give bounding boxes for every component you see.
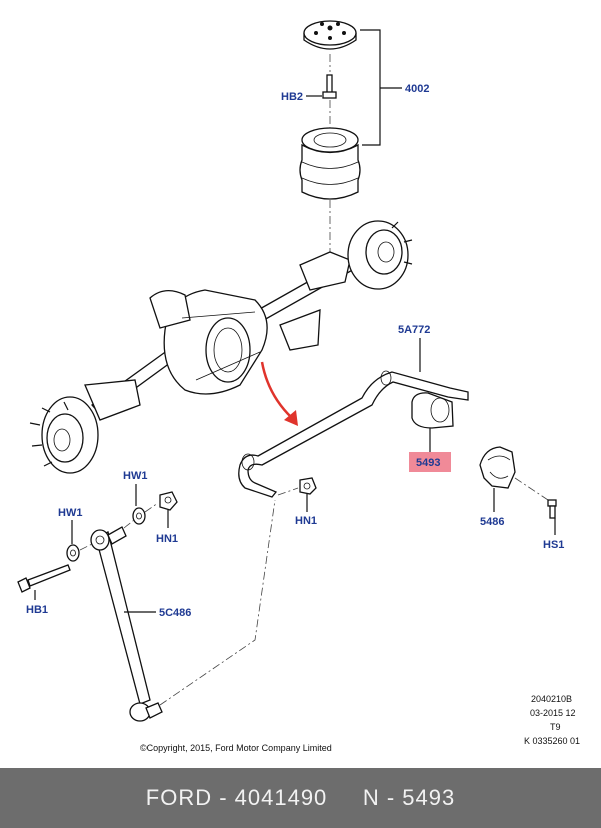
- copyright-text: ©Copyright, 2015, Ford Motor Company Lim…: [140, 743, 332, 753]
- label-hb1: HB1: [26, 604, 48, 616]
- bushing-5493[interactable]: [411, 392, 454, 429]
- hs1-bolt[interactable]: [547, 499, 557, 519]
- drawing-date: 03-2015 12: [530, 708, 576, 718]
- left-wheel-hub[interactable]: [29, 396, 99, 474]
- label-5486: 5486: [480, 516, 504, 528]
- drawing-code: 2040210B: [531, 694, 572, 704]
- label-5a772: 5A772: [398, 324, 430, 336]
- hb1-bolt[interactable]: [17, 564, 71, 593]
- label-5493: 5493: [416, 457, 440, 469]
- hw1-washer-top[interactable]: [132, 507, 146, 525]
- label-hn1-top: HN1: [156, 533, 178, 545]
- label-hb2: HB2: [281, 91, 303, 103]
- air-spring-bellow[interactable]: [299, 127, 361, 200]
- air-spring-top-plate[interactable]: [303, 20, 357, 50]
- footer-part-number: FORD - 4041490 N - 5493: [145, 785, 456, 810]
- hw1-washer-left[interactable]: [66, 544, 80, 562]
- label-hs1: HS1: [543, 539, 564, 551]
- label-hw1-top: HW1: [123, 470, 147, 482]
- label-hw1-left: HW1: [58, 507, 82, 519]
- label-5c486: 5C486: [159, 607, 191, 619]
- stabilizer-link[interactable]: [90, 526, 163, 722]
- parts-diagram: 4002 HB2 5A772 5493 5486 HS1 HW1 HN1 HW1…: [17, 20, 580, 753]
- stabilizer-bar[interactable]: [238, 370, 469, 498]
- hn1-nut-top[interactable]: [159, 491, 178, 511]
- label-4002: 4002: [405, 83, 429, 95]
- hb2-bolt[interactable]: [322, 74, 337, 99]
- rear-axle-housing[interactable]: [84, 251, 357, 421]
- hn1-nut-mid[interactable]: [299, 477, 317, 495]
- drawing-rev: T9: [550, 722, 561, 732]
- drawing-ref: K 0335260 01: [524, 736, 580, 746]
- footer-bar: FORD - 4041490 N - 5493: [0, 768, 601, 828]
- bushing-label-highlight: [409, 452, 451, 472]
- direction-arrow: [260, 361, 298, 426]
- label-hn1-mid: HN1: [295, 515, 317, 527]
- right-wheel-hub[interactable]: [347, 220, 413, 290]
- bracket-5486[interactable]: [479, 446, 516, 489]
